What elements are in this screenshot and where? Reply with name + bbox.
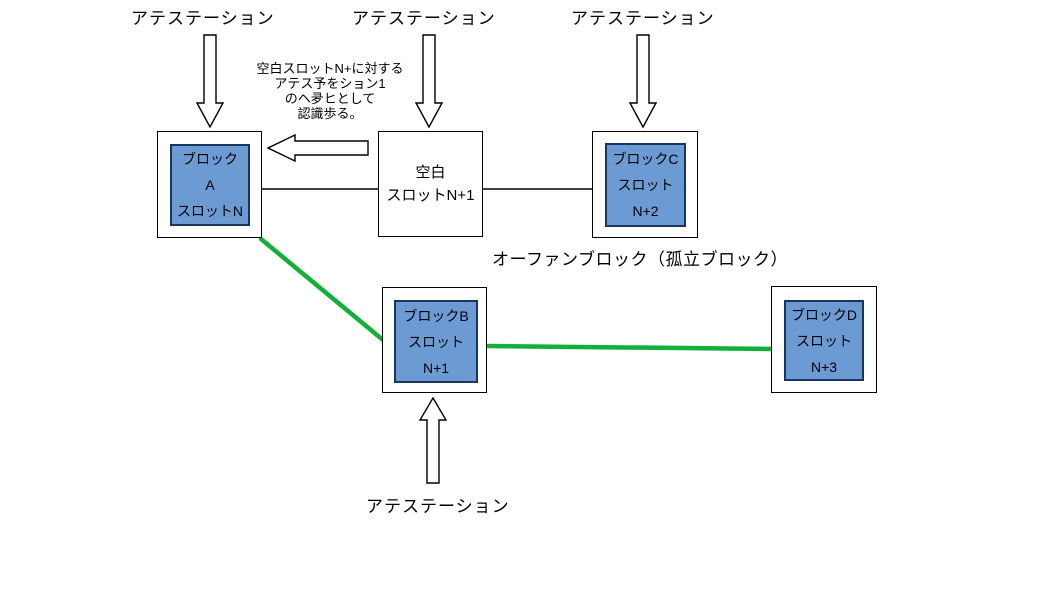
note-text: 空白スロットN+に対する アテス予をション1 のヘ夛ヒとして 認識歩る。 xyxy=(248,61,412,121)
attestation-arrow-down-left-icon xyxy=(195,34,225,129)
attestation-label-top-right: アテステーション xyxy=(571,9,715,28)
block-d: ブロックD スロット N+3 xyxy=(784,300,864,381)
canonical-link-block-a-block-b xyxy=(258,236,386,343)
attestation-arrow-down-middle-icon xyxy=(414,34,444,129)
empty-slot-line: 空白 xyxy=(415,164,446,181)
note-line: 認識歩る。 xyxy=(297,106,363,121)
note-line: 空白スロットN+に対する xyxy=(256,61,404,76)
block-c-line: N+2 xyxy=(632,203,659,219)
note-line: アテス予をション1 xyxy=(274,76,386,91)
empty-slot-line: スロットN+1 xyxy=(386,187,475,204)
head-pointer-left-arrow-icon xyxy=(266,133,369,163)
block-b-outer-box: ブロックB スロット N+1 xyxy=(382,287,487,393)
block-a-outer-box: ブロック A スロットN xyxy=(157,131,262,238)
block-d-outer-box: ブロックD スロット N+3 xyxy=(771,286,877,393)
attestation-arrow-up-icon xyxy=(418,396,448,484)
block-b-line: ブロックB xyxy=(403,307,469,324)
block-c-line: スロット xyxy=(617,177,674,193)
block-c-line: ブロックC xyxy=(612,151,679,167)
attestation-label-top-middle: アテステーション xyxy=(352,9,496,28)
block-d-line: N+3 xyxy=(810,358,838,375)
block-a-line: スロットN xyxy=(176,203,244,219)
attestation-label-top-left: アテステーション xyxy=(131,9,275,28)
block-c-outer-box: ブロックC スロット N+2 xyxy=(592,131,698,238)
block-d-line: スロット xyxy=(796,332,852,349)
block-b-line: N+1 xyxy=(422,359,450,376)
attestation-label-bottom: アテステーション xyxy=(366,497,510,516)
block-b: ブロックB スロット N+1 xyxy=(394,300,478,383)
block-b-line: スロット xyxy=(408,333,464,350)
block-a-line: A xyxy=(205,177,215,193)
empty-slot-text: 空白 スロットN+1 xyxy=(379,132,482,236)
block-d-line: ブロックD xyxy=(790,306,858,323)
block-a-line: ブロック xyxy=(182,151,238,167)
attestation-arrow-down-right-icon xyxy=(628,34,658,129)
block-c: ブロックC スロット N+2 xyxy=(605,143,686,227)
block-a: ブロック A スロットN xyxy=(170,144,250,226)
note-line: のヘ夛ヒとして xyxy=(284,91,376,106)
canonical-link-block-b-block-d xyxy=(484,343,775,352)
orphan-block-caption: オーファンブロック（孤立ブロック） xyxy=(492,250,788,269)
empty-slot-box: 空白 スロットN+1 xyxy=(378,131,483,237)
